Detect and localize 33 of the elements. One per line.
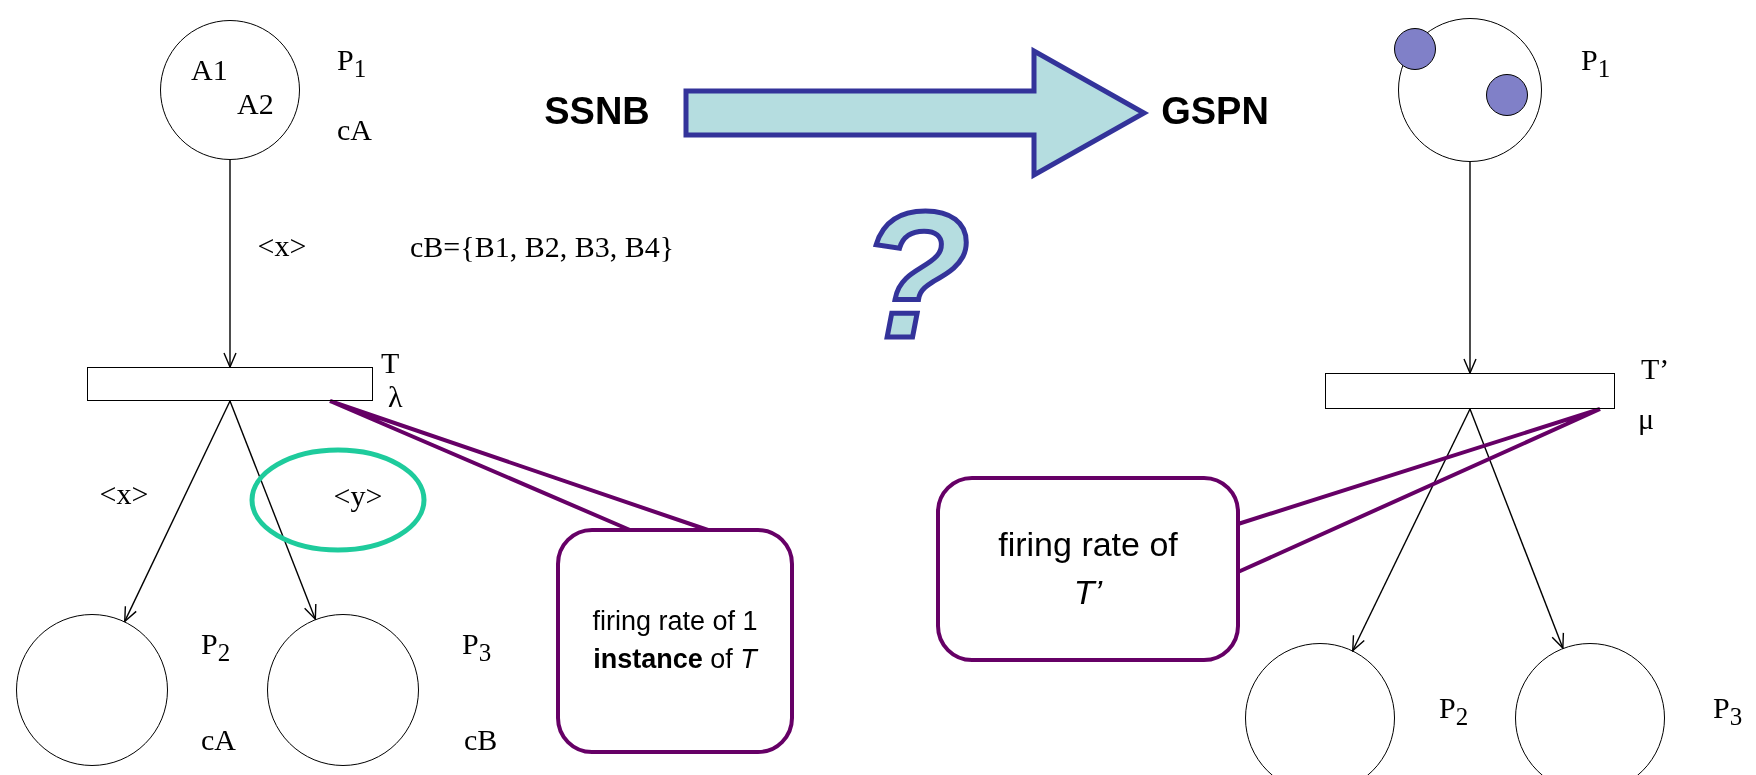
callout-box [936, 476, 1240, 662]
place-name: P$_{2}$ [201, 627, 231, 667]
place-name: P$_{3}$ [462, 627, 492, 667]
place-name: P$_{1}$ [1581, 43, 1611, 83]
annotation-text: λ [388, 380, 403, 414]
arc-label: <x> [98, 477, 150, 511]
place-name: T’ [1641, 352, 1670, 386]
annotation-text: cA [337, 113, 372, 147]
place-name: P$_{2}$ [1439, 691, 1469, 731]
annotation-text: μ [1638, 402, 1655, 436]
question-mark: ? [860, 190, 970, 360]
arc-label: <x> [256, 229, 308, 263]
arc-arrow [1469, 408, 1565, 649]
annotation-text: cA [201, 723, 236, 757]
annotation-text: cB [464, 723, 498, 757]
callout-text: firing rate of T’ [997, 524, 1179, 613]
place-name: T [381, 346, 400, 380]
arc-label: <y> [332, 479, 384, 513]
formalism-label: SSNB [532, 88, 662, 134]
arc-arrow [223, 159, 237, 368]
place-name: P$_{3}$ [1713, 691, 1743, 731]
callout-text: firing rate of 1 instance of T [591, 605, 760, 676]
token-label: A1 [191, 53, 228, 87]
token-label: A2 [237, 87, 274, 121]
callout-box [556, 528, 794, 754]
color-class-definition: cB={B1, B2, B3, B4} [410, 230, 675, 264]
place-name: P$_{1}$ [337, 43, 367, 83]
block-arrow [683, 46, 1150, 180]
arc-arrow [229, 400, 317, 620]
arc-arrow [124, 400, 231, 623]
arc-arrow [1463, 161, 1477, 374]
arc-arrow [1352, 408, 1471, 652]
formalism-label: GSPN [1150, 88, 1280, 134]
